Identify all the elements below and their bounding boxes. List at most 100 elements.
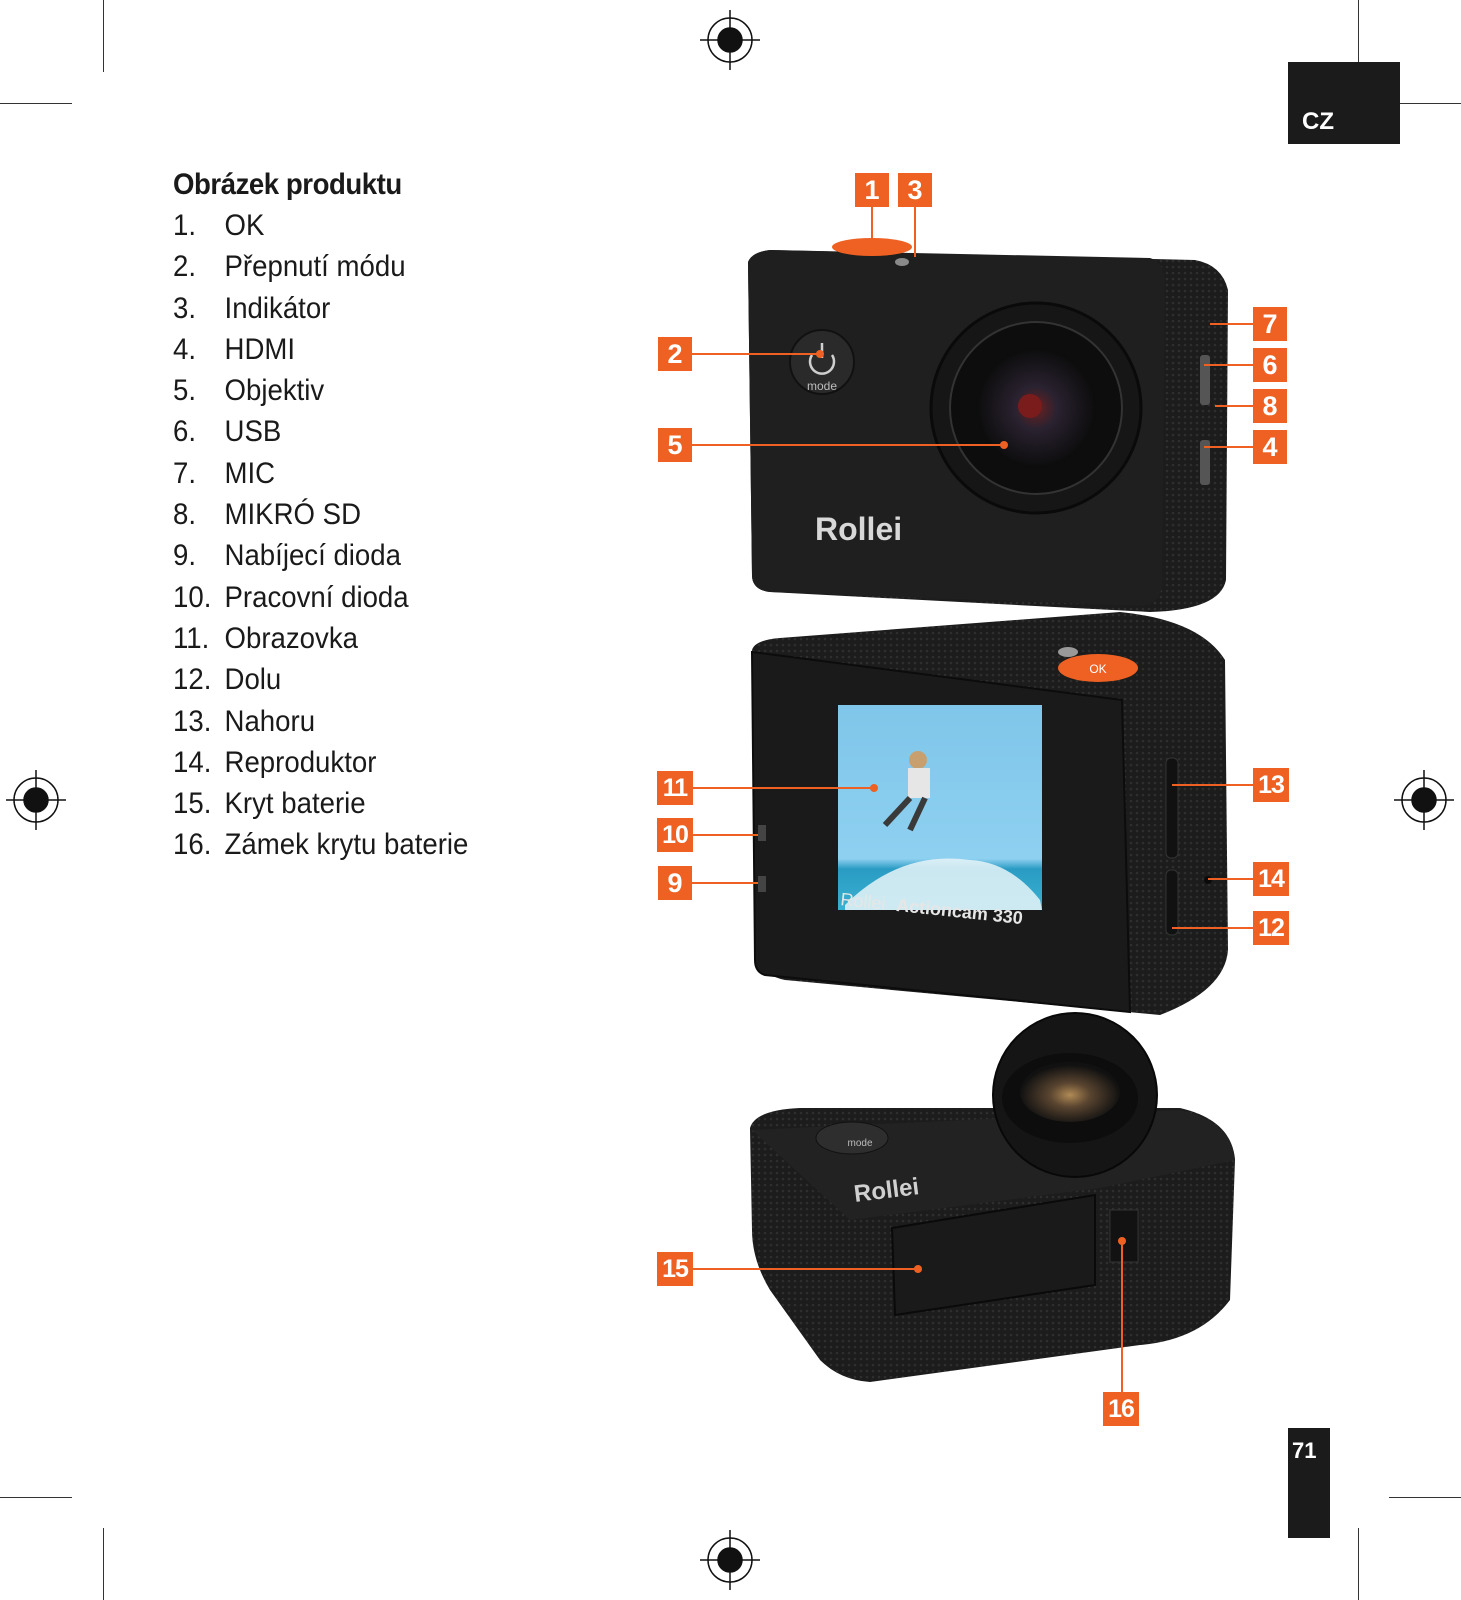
crop-mark	[1389, 1497, 1461, 1498]
down-button	[1165, 869, 1179, 936]
list-item: 7. MIC	[173, 453, 468, 494]
list-item-number: 11.	[173, 621, 210, 655]
list-item: 11. Obrazovka	[173, 618, 468, 659]
language-tab: CZ	[1288, 62, 1400, 144]
list-item-label: HDMI	[224, 332, 296, 366]
list-item: 5.Objektiv	[173, 370, 468, 411]
section-title: Obrázek produktu	[173, 168, 402, 201]
callout-16: 16	[1103, 1392, 1139, 1426]
list-item-number: 13.	[173, 704, 212, 738]
registration-mark-bottom	[700, 1530, 760, 1590]
callout-6: 6	[1253, 348, 1287, 382]
list-item-number: 3.	[173, 291, 197, 325]
list-item: 6. USB	[173, 411, 468, 452]
list-item: 4.HDMI	[173, 329, 468, 370]
leader-dot-2	[816, 350, 824, 358]
leader-line-13	[1172, 784, 1253, 786]
list-item-label: Zámek krytu baterie	[224, 828, 469, 862]
list-item-label: Objektiv	[224, 374, 325, 408]
list-item-label: Indikátor	[224, 291, 331, 325]
callout-15: 15	[657, 1252, 693, 1286]
ok-button-top	[832, 238, 912, 256]
leader-line-12	[1172, 927, 1253, 929]
usb-port	[1200, 355, 1210, 405]
mode-label-bottom: mode	[847, 1138, 872, 1149]
leader-dot-5	[1000, 441, 1008, 449]
list-item-label: Reproduktor	[224, 745, 377, 779]
list-item-label: MIC	[224, 456, 276, 490]
callout-8: 8	[1253, 389, 1287, 423]
camera-back-view: OK Rollei Actioncam 330	[750, 612, 1228, 1015]
list-item: 14. Reproduktor	[173, 742, 468, 783]
list-item-number: 1.	[173, 209, 197, 242]
leader-dot-16	[1118, 1237, 1126, 1245]
list-item-label: Přepnutí módu	[224, 250, 406, 284]
crop-mark	[0, 103, 72, 104]
mode-button-bottom-view	[815, 1121, 889, 1155]
list-item-label: Obrazovka	[224, 621, 358, 655]
list-item-number: 6.	[173, 415, 197, 449]
registration-mark-top	[700, 10, 760, 70]
list-item-number: 2.	[173, 250, 197, 284]
leader-line-3	[914, 207, 916, 257]
list-item-number: 14.	[173, 745, 212, 779]
crop-mark	[1358, 1528, 1359, 1600]
leader-line-14	[1208, 878, 1253, 880]
list-item-number: 9.	[173, 539, 197, 573]
list-item-label: Dolu	[224, 663, 282, 697]
callout-3: 3	[898, 173, 932, 207]
leader-dot-11	[870, 784, 878, 792]
model-prefix: Rollei	[840, 889, 887, 914]
crop-mark	[1389, 103, 1461, 104]
leader-line-10	[693, 834, 758, 836]
list-item-label: MIKRÓ SD	[224, 498, 362, 532]
leader-line-5	[692, 444, 1004, 446]
battery-cover	[890, 1193, 1096, 1317]
leader-line-9	[692, 882, 758, 884]
callout-7: 7	[1253, 307, 1287, 341]
battery-lock	[1109, 1209, 1139, 1263]
list-item: 2. Přepnutí módu	[173, 246, 468, 287]
list-item-number: 15.	[173, 787, 212, 821]
brand-logo-front: Rollei	[815, 511, 902, 547]
leader-line-15	[693, 1268, 917, 1270]
list-item: 8.MIKRÓ SD	[173, 494, 468, 535]
list-item-label: Nabíjecí dioda	[224, 539, 401, 573]
list-item-number: 12.	[173, 663, 212, 697]
leader-line-6	[1204, 364, 1253, 366]
callout-5: 5	[658, 428, 692, 462]
crop-mark	[103, 0, 104, 72]
list-item: 15. Kryt baterie	[173, 783, 468, 824]
list-item-label: Kryt baterie	[224, 787, 366, 821]
language-label: CZ	[1302, 108, 1334, 135]
list-item-label: USB	[224, 415, 282, 449]
leader-dot-15	[914, 1265, 922, 1273]
callout-14: 14	[1253, 862, 1289, 896]
charge-led	[758, 876, 766, 892]
mode-label: mode	[807, 379, 837, 393]
leader-line-1	[871, 207, 873, 244]
registration-mark-left	[6, 770, 66, 830]
up-button	[1165, 757, 1179, 859]
list-item: 16.Zámek krytu baterie	[173, 824, 468, 865]
leader-line-4	[1204, 446, 1253, 448]
page-number: 71	[1292, 1438, 1317, 1463]
leader-line-7	[1210, 323, 1253, 325]
camera-front-view: mode Rollei	[748, 238, 1228, 612]
list-item: 13.Nahoru	[173, 701, 468, 742]
list-item-number: 7.	[173, 456, 197, 490]
hdmi-port	[1200, 440, 1210, 485]
crop-mark	[103, 1528, 104, 1600]
callout-2: 2	[658, 337, 692, 371]
leader-line-16	[1121, 1240, 1123, 1392]
callout-10: 10	[657, 818, 693, 852]
callout-4: 4	[1253, 430, 1287, 464]
list-item-label: OK	[224, 209, 265, 242]
indicator-led-top	[895, 258, 909, 266]
list-item: 10.Pracovní dioda	[173, 577, 468, 618]
leader-line-8	[1215, 405, 1253, 407]
list-item: 3. Indikátor	[173, 288, 468, 329]
callout-1: 1	[855, 173, 889, 207]
